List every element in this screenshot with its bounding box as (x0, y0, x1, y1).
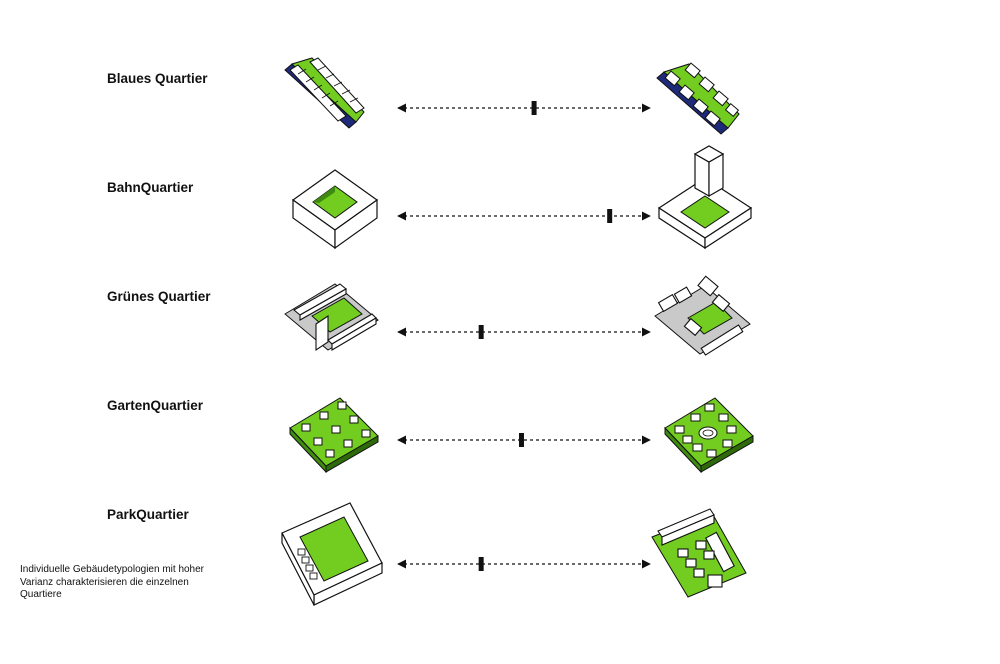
gartenquartier-slider-mark (518, 433, 524, 447)
parkquartier-before-model (281, 502, 383, 606)
gartenquartier-before-model (289, 397, 379, 474)
gruenes-quartier-after-model (654, 275, 751, 356)
parkquartier-slider-mark (478, 557, 484, 571)
row-title-bahnquartier: BahnQuartier (107, 180, 194, 195)
bahnquartier-slider-mark (607, 209, 613, 223)
row-title-parkquartier: ParkQuartier (107, 507, 189, 522)
row-title-gruenes-quartier: Grünes Quartier (107, 289, 211, 304)
blaues-quartier-slider-mark (531, 101, 537, 115)
gruenes-quartier-before-model (284, 283, 379, 352)
caption-text: Individuelle Gebäudetypologien mit hoher… (20, 564, 205, 600)
blaues-quartier-before-model (284, 57, 365, 129)
bahnquartier-before-model (291, 169, 379, 250)
row-title-blaues-quartier: Blaues Quartier (107, 71, 208, 86)
gruenes-quartier-slider-mark (478, 325, 484, 339)
connector-arrows (397, 101, 651, 571)
gartenquartier-after-model (664, 397, 754, 474)
row-title-gartenquartier: GartenQuartier (107, 398, 204, 413)
bahnquartier-after-model (657, 145, 753, 250)
blaues-quartier-after-model (656, 62, 740, 135)
parkquartier-after-model (651, 508, 747, 598)
